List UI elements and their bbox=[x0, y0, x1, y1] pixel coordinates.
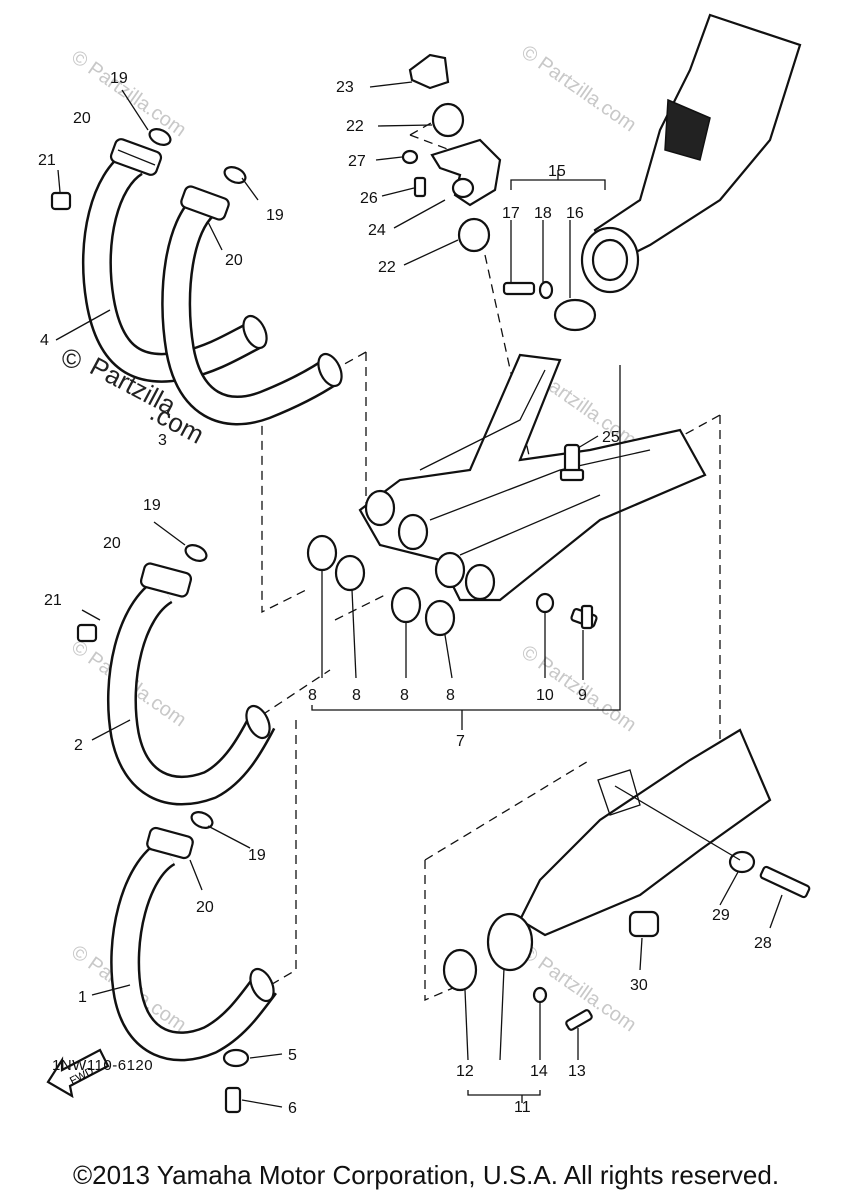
callout-19: 19 bbox=[110, 70, 128, 87]
nut-21-b[interactable] bbox=[76, 623, 98, 643]
callout-29: 29 bbox=[712, 907, 730, 924]
callout-28: 28 bbox=[754, 935, 772, 952]
watermark-text: © Partzilla.com bbox=[517, 41, 640, 136]
callout-10: 10 bbox=[536, 687, 554, 704]
exhaust-pipe-1[interactable] bbox=[110, 838, 278, 1062]
callout-7: 7 bbox=[456, 733, 465, 750]
gasket-19-c[interactable] bbox=[183, 542, 209, 564]
callout-8: 8 bbox=[400, 687, 409, 704]
gasket-8-a[interactable] bbox=[306, 534, 338, 572]
damper-30[interactable] bbox=[628, 910, 660, 938]
washer-29[interactable] bbox=[728, 850, 756, 874]
damper-22-b[interactable] bbox=[457, 217, 491, 253]
muffler-11[interactable] bbox=[486, 728, 772, 972]
callout-3: 3 bbox=[158, 432, 167, 449]
callout-19: 19 bbox=[266, 207, 284, 224]
exhaust-pipe-4[interactable] bbox=[81, 149, 271, 383]
diagram-code: 1NW110-6120 bbox=[52, 1057, 154, 1074]
callout-22: 22 bbox=[346, 118, 364, 135]
callout-15: 15 bbox=[548, 163, 566, 180]
callout-13: 13 bbox=[568, 1063, 586, 1080]
collector-7[interactable] bbox=[358, 353, 707, 602]
callout-26: 26 bbox=[360, 190, 378, 207]
callout-12: 12 bbox=[456, 1063, 474, 1080]
watermark-text: © Partzilla.com bbox=[67, 46, 190, 141]
muffler-15[interactable] bbox=[580, 13, 802, 294]
bracket-24[interactable] bbox=[430, 138, 502, 207]
copyright-notice: ©2013 Yamaha Motor Corporation, U.S.A. A… bbox=[72, 1160, 780, 1190]
callout-14: 14 bbox=[530, 1063, 548, 1080]
callout-9: 9 bbox=[578, 687, 587, 704]
callout-22: 22 bbox=[378, 259, 396, 276]
flange-20-c[interactable] bbox=[139, 562, 193, 598]
nut-5[interactable] bbox=[222, 1048, 250, 1068]
callout-8: 8 bbox=[352, 687, 361, 704]
callout-21: 21 bbox=[44, 592, 62, 609]
callout-8: 8 bbox=[308, 687, 317, 704]
callout-20: 20 bbox=[103, 535, 121, 552]
bolt-25[interactable] bbox=[559, 443, 585, 482]
callout-21: 21 bbox=[38, 152, 56, 169]
callout-2: 2 bbox=[74, 737, 83, 754]
gasket-8-b[interactable] bbox=[334, 554, 366, 592]
damper-22-a[interactable] bbox=[431, 102, 465, 138]
nut-21-a[interactable] bbox=[50, 191, 72, 211]
washer-14[interactable] bbox=[532, 986, 548, 1004]
gasket-16[interactable] bbox=[553, 298, 597, 332]
exhaust-pipe-3[interactable] bbox=[161, 193, 346, 426]
callout-23: 23 bbox=[336, 79, 354, 96]
bolt-17[interactable] bbox=[502, 281, 536, 296]
bolt-9[interactable] bbox=[570, 604, 598, 630]
callout-19: 19 bbox=[143, 497, 161, 514]
callout-8: 8 bbox=[446, 687, 455, 704]
callout-6: 6 bbox=[288, 1100, 297, 1117]
callout-5: 5 bbox=[288, 1047, 297, 1064]
stud-6[interactable] bbox=[224, 1086, 242, 1114]
callout-20: 20 bbox=[73, 110, 91, 127]
copyright-symbol: © bbox=[62, 344, 81, 374]
gasket-8-c[interactable] bbox=[390, 586, 422, 624]
exhaust-parts-diagram: © Partzilla.com © Partzilla.com © Partzi… bbox=[38, 13, 811, 1117]
callout-24: 24 bbox=[368, 222, 386, 239]
gasket-8-d[interactable] bbox=[424, 599, 456, 637]
gasket-19-a[interactable] bbox=[147, 126, 173, 148]
callout-4: 4 bbox=[40, 332, 49, 349]
callout-19: 19 bbox=[248, 847, 266, 864]
callout-labels: 19 20 21 19 20 4 3 23 22 27 26 24 22 15 … bbox=[38, 70, 772, 1117]
callout-18: 18 bbox=[534, 205, 552, 222]
washer-18[interactable] bbox=[538, 280, 554, 300]
bolt-28[interactable] bbox=[759, 865, 811, 899]
callout-27: 27 bbox=[348, 153, 366, 170]
flange-20-a[interactable] bbox=[109, 138, 163, 177]
callout-20: 20 bbox=[196, 899, 214, 916]
callout-30: 30 bbox=[630, 977, 648, 994]
callout-16: 16 bbox=[566, 205, 584, 222]
bolt-26[interactable] bbox=[413, 176, 427, 198]
callout-11: 11 bbox=[514, 1099, 531, 1116]
callout-25: 25 bbox=[602, 429, 620, 446]
bracket-23[interactable] bbox=[408, 53, 450, 90]
gasket-12[interactable] bbox=[442, 948, 478, 992]
washer-10[interactable] bbox=[535, 592, 555, 614]
bolt-13[interactable] bbox=[565, 1009, 593, 1031]
callout-1: 1 bbox=[78, 989, 87, 1006]
gasket-19-d[interactable] bbox=[189, 809, 215, 831]
flange-20-b[interactable] bbox=[180, 185, 231, 221]
callout-20: 20 bbox=[225, 252, 243, 269]
flange-20-d[interactable] bbox=[146, 826, 194, 860]
callout-leaders bbox=[55, 81, 783, 1108]
washer-27[interactable] bbox=[401, 149, 419, 165]
callout-17: 17 bbox=[502, 205, 520, 222]
exhaust-pipe-2[interactable] bbox=[107, 576, 276, 806]
gasket-19-b[interactable] bbox=[222, 164, 248, 186]
